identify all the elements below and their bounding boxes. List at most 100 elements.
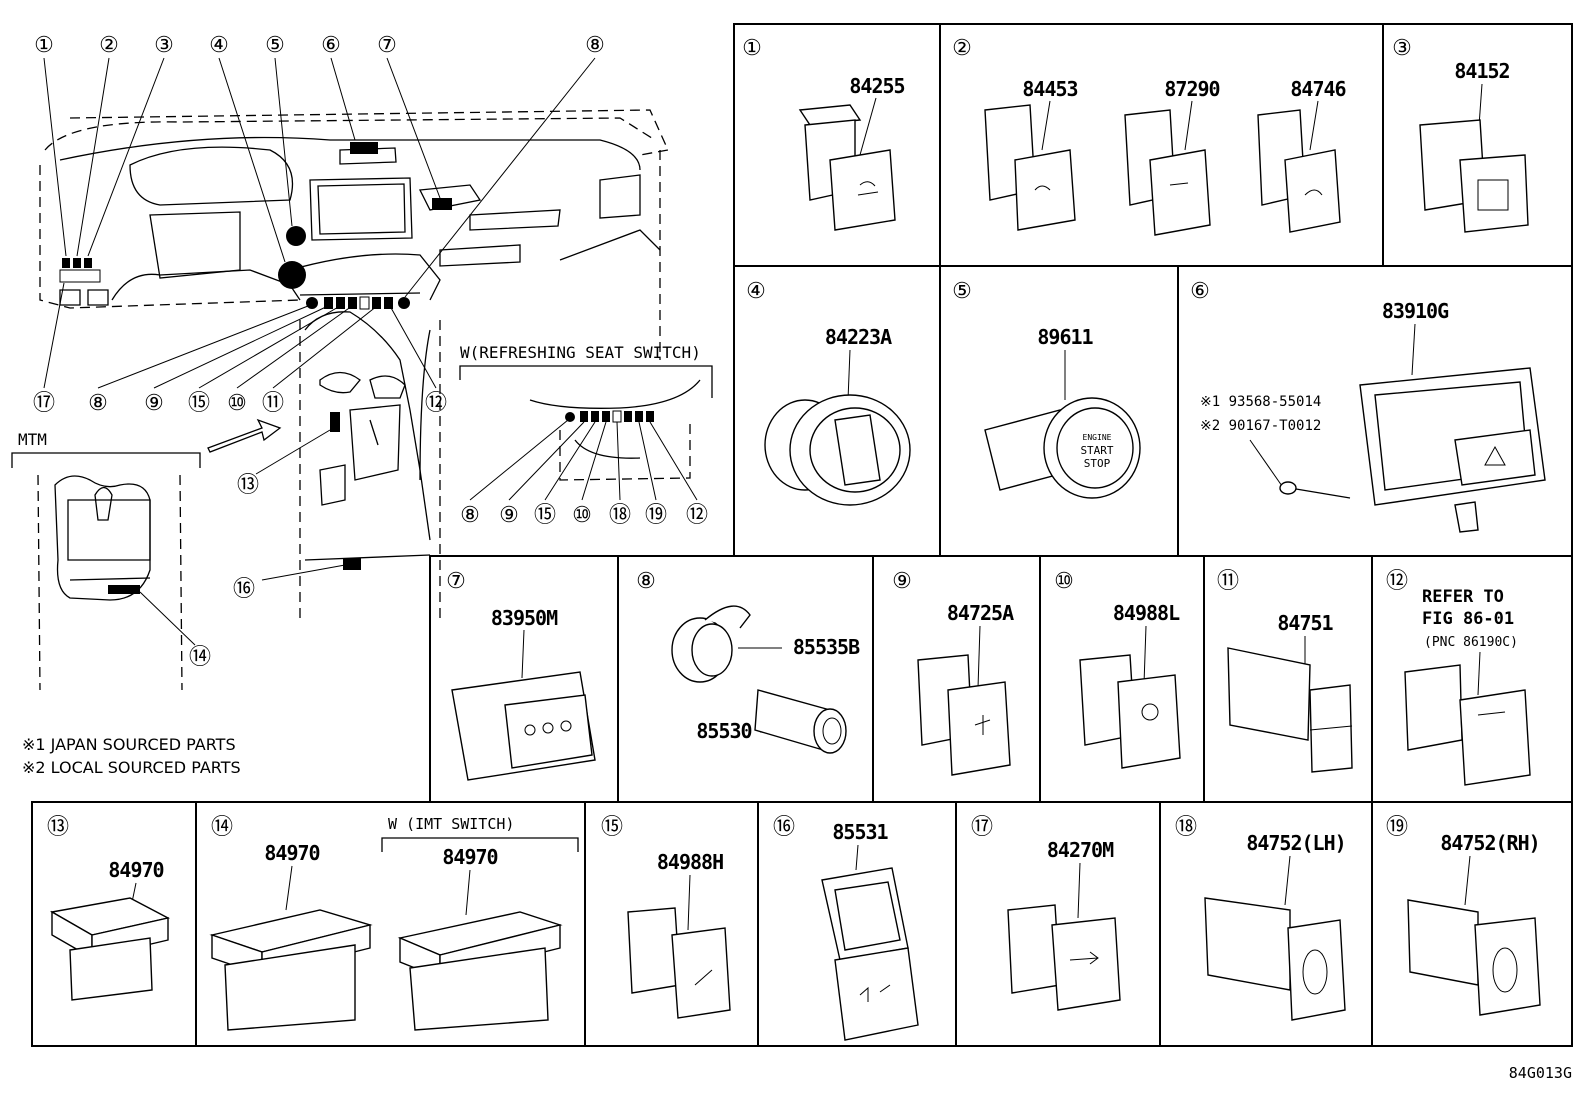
cell-14: ⑭ 84970 84970 W (IMT SWITCH) bbox=[209, 815, 579, 1031]
stop-label: STOP bbox=[1084, 457, 1111, 470]
refreshing-seat-inset: W(REFRESHING SEAT SWITCH) ⑧ ⑨ ⑮ ⑩ ⑱ ⑲ ⑫ bbox=[459, 343, 713, 528]
part-83950M: 83950M bbox=[491, 606, 558, 630]
switch-84270M-graphic bbox=[1007, 904, 1121, 1011]
part-84988L: 84988L bbox=[1113, 601, 1180, 625]
switch-84970-14a-graphic bbox=[209, 909, 373, 1031]
note-1: ※1 JAPAN SOURCED PARTS bbox=[22, 735, 236, 754]
usb-switch-graphic bbox=[1404, 664, 1531, 786]
cell-13-number: ⑬ bbox=[47, 815, 69, 840]
screw-2: ※2 90167-T0012 bbox=[1200, 418, 1321, 434]
part-84270M: 84270M bbox=[1047, 838, 1114, 862]
callout-1: ① bbox=[34, 33, 54, 58]
cell-2-number: ② bbox=[952, 36, 972, 61]
cell-3: ③ 84152 bbox=[1392, 36, 1529, 233]
callout-13-overview: ⑬ bbox=[237, 473, 259, 498]
callout-12: ⑫ bbox=[425, 391, 447, 416]
part-85531: 85531 bbox=[832, 820, 888, 844]
part-84752-RH: 84752(RH) bbox=[1440, 831, 1539, 855]
cell-1-number: ① bbox=[742, 36, 762, 61]
cell-3-number: ③ bbox=[1392, 36, 1412, 61]
cell-borders bbox=[31, 23, 1573, 1047]
headlight-switch-graphic bbox=[764, 394, 911, 506]
callout-15: ⑮ bbox=[188, 391, 210, 416]
engine-label: ENGINE bbox=[1083, 433, 1112, 442]
switch-84152-graphic bbox=[1419, 119, 1529, 233]
cell-19: ⑲ 84752(RH) bbox=[1386, 815, 1541, 1016]
part-84970-13: 84970 bbox=[108, 858, 163, 882]
switch-84751-graphic bbox=[1227, 647, 1353, 773]
start-label: START bbox=[1080, 444, 1113, 457]
cell-12-number: ⑫ bbox=[1386, 569, 1408, 594]
overview-callouts-bottom: ⑰ ⑧ ⑨ ⑮ ⑩ ⑪ ⑫ bbox=[33, 282, 447, 416]
part-84453: 84453 bbox=[1022, 77, 1077, 101]
refresh-callout-15: ⑮ bbox=[534, 503, 556, 528]
cell-1: ① 84255 bbox=[742, 36, 906, 231]
part-84751: 84751 bbox=[1277, 611, 1333, 635]
callout-4: ④ bbox=[209, 33, 229, 58]
callout-5: ⑤ bbox=[265, 33, 285, 58]
part-84725A: 84725A bbox=[947, 601, 1014, 625]
cell-9-number: ⑨ bbox=[892, 569, 912, 594]
cell-11-number: ⑪ bbox=[1217, 569, 1239, 594]
cell-10: ⑩ 84988L bbox=[1054, 569, 1181, 769]
switch-84970-14b-graphic bbox=[397, 911, 563, 1031]
cell-13: ⑬ 84970 bbox=[47, 815, 171, 1001]
callout-2: ② bbox=[99, 33, 119, 58]
switch-84255-graphic bbox=[798, 104, 896, 231]
part-84970-14a: 84970 bbox=[264, 841, 319, 865]
switch-87290-graphic bbox=[1124, 109, 1211, 236]
part-84752-LH: 84752(LH) bbox=[1246, 831, 1345, 855]
callout-10: ⑩ bbox=[227, 391, 247, 416]
cell-18: ⑱ 84752(LH) bbox=[1175, 815, 1347, 1021]
screw-1: ※1 93568-55014 bbox=[1200, 394, 1321, 410]
cell-12: ⑫ REFER TO FIG 86-01 (PNC 86190C) bbox=[1386, 569, 1531, 786]
cell-4: ④ 84223A bbox=[746, 279, 911, 506]
part-84988H: 84988H bbox=[657, 850, 723, 874]
switch-84752-RH-graphic bbox=[1407, 899, 1541, 1016]
cell-7-number: ⑦ bbox=[446, 569, 466, 594]
part-84970-14b: 84970 bbox=[442, 845, 497, 869]
cell-4-number: ④ bbox=[746, 279, 766, 304]
part-83910G: 83910G bbox=[1382, 299, 1449, 323]
cell-15: ⑮ 84988H bbox=[601, 815, 731, 1019]
cell-11: ⑪ 84751 bbox=[1217, 569, 1353, 773]
callout-7: ⑦ bbox=[377, 33, 397, 58]
cell-16-number: ⑯ bbox=[773, 815, 795, 840]
cell-8: ⑧ 85535B 85530 bbox=[636, 569, 861, 754]
cell-15-number: ⑮ bbox=[601, 815, 623, 840]
part-84152: 84152 bbox=[1454, 59, 1509, 83]
callout-8-top: ⑧ bbox=[585, 33, 605, 58]
switch-84988L-graphic bbox=[1079, 654, 1181, 769]
part-84255: 84255 bbox=[849, 74, 904, 98]
refresh-callout-18: ⑱ bbox=[609, 503, 631, 528]
cell-5-number: ⑤ bbox=[952, 279, 972, 304]
callout-11: ⑪ bbox=[262, 391, 284, 416]
switch-84988H-graphic bbox=[627, 907, 731, 1019]
overview-callouts-top: ① ② ③ ④ ⑤ ⑥ ⑦ ⑧ bbox=[34, 33, 605, 298]
cell-8-number: ⑧ bbox=[636, 569, 656, 594]
switch-84746-graphic bbox=[1257, 109, 1341, 233]
refer-line-3: (PNC 86190C) bbox=[1424, 635, 1518, 650]
callout-6: ⑥ bbox=[321, 33, 341, 58]
note-2: ※2 LOCAL SOURCED PARTS bbox=[22, 758, 241, 777]
refresh-callout-19: ⑲ bbox=[645, 503, 667, 528]
part-84223A: 84223A bbox=[825, 325, 892, 349]
switch-83950M-graphic bbox=[451, 671, 596, 781]
cell-5: ⑤ 89611 ENGINE START STOP bbox=[952, 279, 1141, 499]
notes: ※1 JAPAN SOURCED PARTS ※2 LOCAL SOURCED … bbox=[22, 735, 241, 777]
cell-17-number: ⑰ bbox=[971, 815, 993, 840]
callout-14-overview: ⑭ bbox=[189, 645, 211, 670]
refer-line-1: REFER TO bbox=[1422, 587, 1504, 607]
refresh-callout-9: ⑨ bbox=[499, 503, 519, 528]
part-89611: 89611 bbox=[1037, 325, 1093, 349]
refresh-callout-8: ⑧ bbox=[460, 503, 480, 528]
callout-8: ⑧ bbox=[88, 391, 108, 416]
part-87290: 87290 bbox=[1164, 77, 1219, 101]
cell-18-number: ⑱ bbox=[1175, 815, 1197, 840]
callout-3: ③ bbox=[154, 33, 174, 58]
cell-6-number: ⑥ bbox=[1190, 279, 1210, 304]
callout-9: ⑨ bbox=[144, 391, 164, 416]
switch-84752-LH-graphic bbox=[1204, 897, 1346, 1021]
part-85535B: 85535B bbox=[793, 635, 860, 659]
